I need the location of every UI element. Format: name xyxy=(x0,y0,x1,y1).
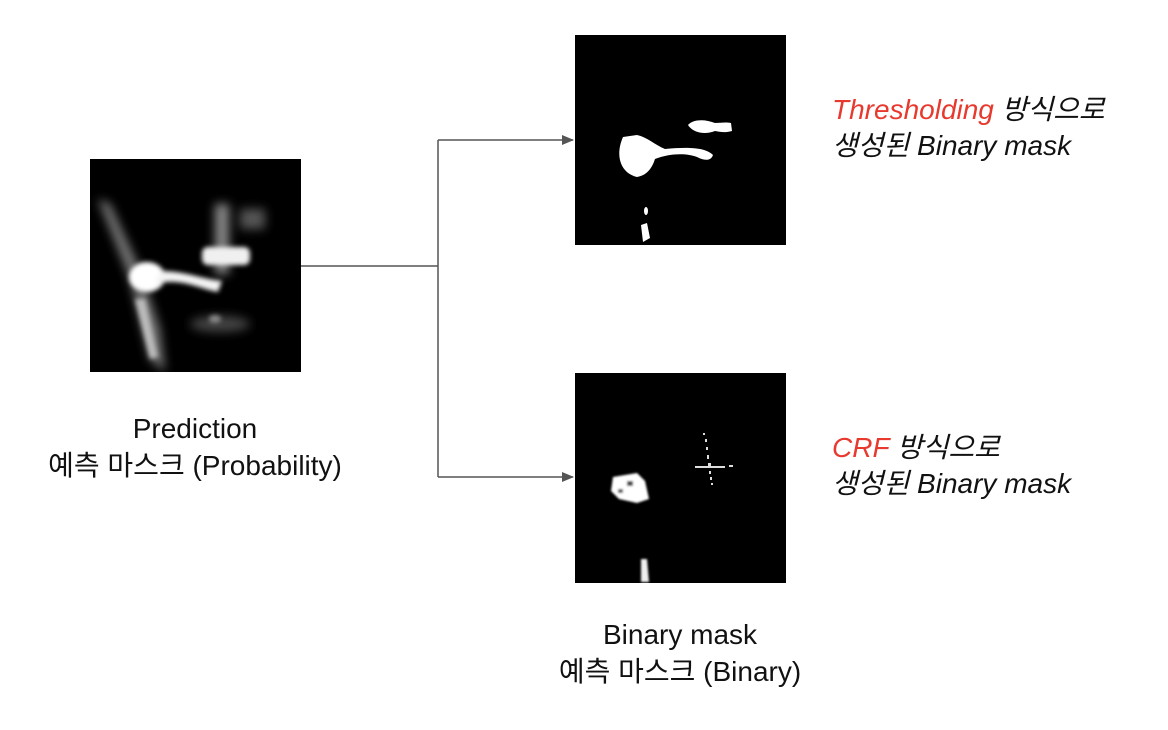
crf-mask-graphic xyxy=(611,433,733,582)
crf-mask-image xyxy=(575,373,786,583)
thresholding-label-line1: Thresholding 방식으로 xyxy=(832,92,1105,128)
thresholding-label-line2: 생성된 Binary mask xyxy=(832,130,1072,161)
prediction-caption-line2: 예측 마스크 (Probability) xyxy=(48,450,342,481)
thresholding-method-label: Thresholding 방식으로 생성된 Binary mask xyxy=(832,92,1105,164)
binary-caption: Binary mask 예측 마스크 (Binary) xyxy=(510,616,850,690)
crf-method-label: CRF 방식으로 생성된 Binary mask xyxy=(832,430,1071,502)
crf-label-line2: 생성된 Binary mask xyxy=(832,468,1072,499)
thresholding-method-suffix: 방식으로 xyxy=(993,94,1105,125)
binary-caption-line2: 예측 마스크 (Binary) xyxy=(558,656,802,687)
thresholding-method-name: Thresholding xyxy=(832,94,994,125)
crf-method-suffix: 방식으로 xyxy=(889,432,1000,463)
prediction-caption: Prediction 예측 마스크 (Probability) xyxy=(25,410,365,484)
thresholding-mask-graphic xyxy=(619,120,732,242)
crf-method-name: CRF xyxy=(832,432,890,463)
binary-caption-line1: Binary mask xyxy=(602,619,758,650)
probability-mask-graphic xyxy=(98,199,265,372)
prediction-caption-line1: Prediction xyxy=(132,413,258,444)
crf-label-line1: CRF 방식으로 xyxy=(832,430,1071,466)
probability-mask-image xyxy=(90,159,301,372)
thresholding-mask-image xyxy=(575,35,786,245)
